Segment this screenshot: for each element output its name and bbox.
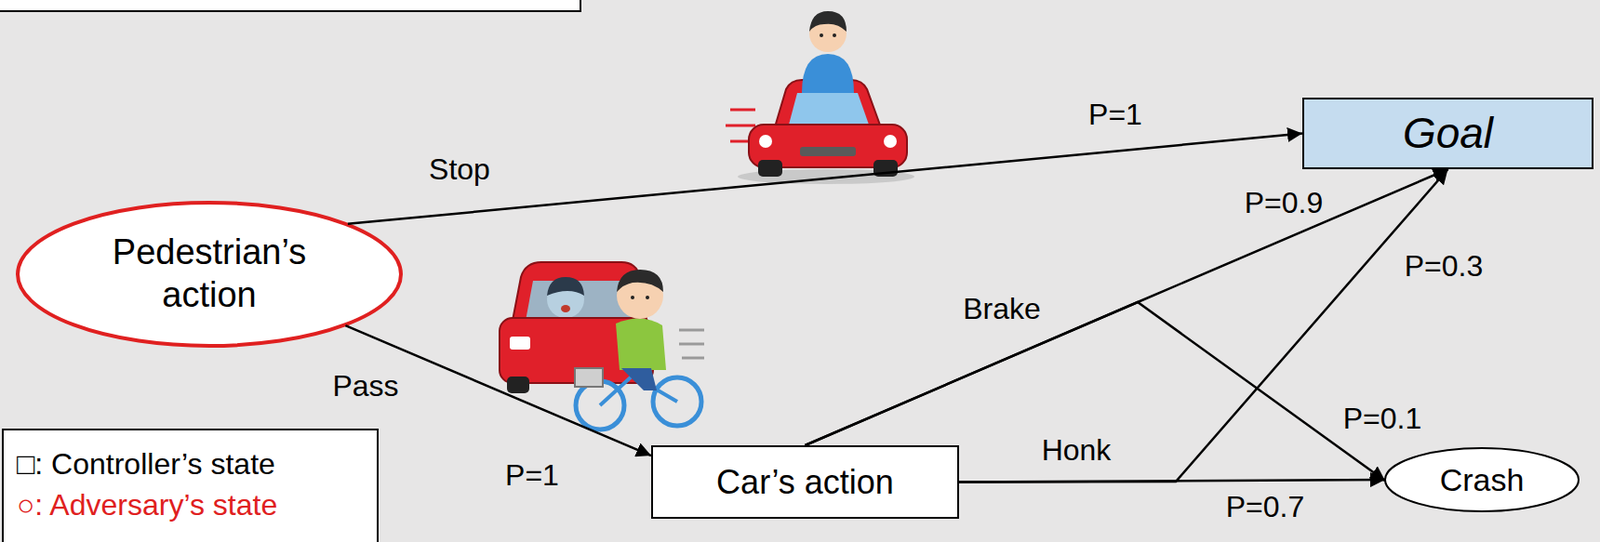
car-window — [788, 93, 869, 125]
cyclist-eye — [645, 295, 650, 300]
speed-line — [725, 124, 756, 128]
boy-eye — [832, 33, 837, 38]
ellipse-outline — [15, 200, 403, 348]
legend-entry: ○: Adversary’s state — [16, 484, 377, 526]
driver-mouth — [560, 305, 571, 313]
car-wheel — [506, 376, 530, 394]
action-label: Pass — [332, 369, 399, 404]
crash-state: Crash — [1384, 447, 1580, 513]
probability-label: P=0.7 — [1226, 490, 1306, 525]
adversary-state: Pedestrian’s action — [15, 200, 403, 348]
cyclist-hair — [616, 269, 664, 293]
ellipse-shape — [17, 202, 401, 347]
boy-eye — [819, 33, 824, 38]
action-label: Honk — [1041, 433, 1112, 468]
bike-basket — [574, 368, 603, 387]
legend-entry: □: Controller’s state — [16, 443, 377, 485]
transition-arrow — [959, 480, 1386, 483]
node-text: Goal — [1402, 107, 1494, 160]
transition-arrow — [347, 133, 1303, 225]
probability-label: P=1 — [505, 458, 560, 494]
probability-label: P=0.1 — [1343, 401, 1423, 437]
node-text: Pedestrian’s action — [93, 231, 326, 317]
ellipse-shape — [1385, 448, 1579, 512]
speed-line — [679, 343, 705, 347]
legend-box: □: Controller’s state ○: Adversary’s stat… — [1, 428, 379, 542]
cyclist-body — [615, 318, 667, 371]
node-text: Car’s action — [716, 462, 894, 503]
action-label: Brake — [962, 292, 1041, 327]
node-text: Crash — [1440, 461, 1525, 500]
cropped-box — [0, 0, 582, 13]
legend-text: □: Controller’s state — [16, 447, 276, 481]
probability-label: P=0.3 — [1404, 249, 1484, 284]
legend-text: ○: Adversary’s state — [16, 488, 278, 522]
speed-line — [681, 357, 705, 360]
boy-hair — [809, 11, 847, 32]
speed-line — [679, 329, 705, 333]
probability-label: P=1 — [1088, 97, 1143, 133]
boy-body — [801, 53, 854, 94]
car-grille — [800, 146, 856, 157]
car-wheel — [758, 160, 783, 177]
controller-state: Car’s action — [651, 445, 960, 520]
cyclist-eye — [630, 295, 635, 300]
cyclist-legs — [621, 368, 657, 391]
driver-hair — [546, 277, 585, 296]
car-light — [759, 134, 773, 148]
goal-box: Goal — [1302, 97, 1594, 170]
probability-label: P=0.9 — [1244, 186, 1324, 221]
speed-line — [730, 108, 756, 112]
car-light — [509, 336, 531, 350]
action-label: Stop — [428, 152, 491, 187]
car-illustration — [725, 11, 915, 185]
car-light — [883, 134, 897, 148]
transition-arrow — [959, 169, 1449, 483]
